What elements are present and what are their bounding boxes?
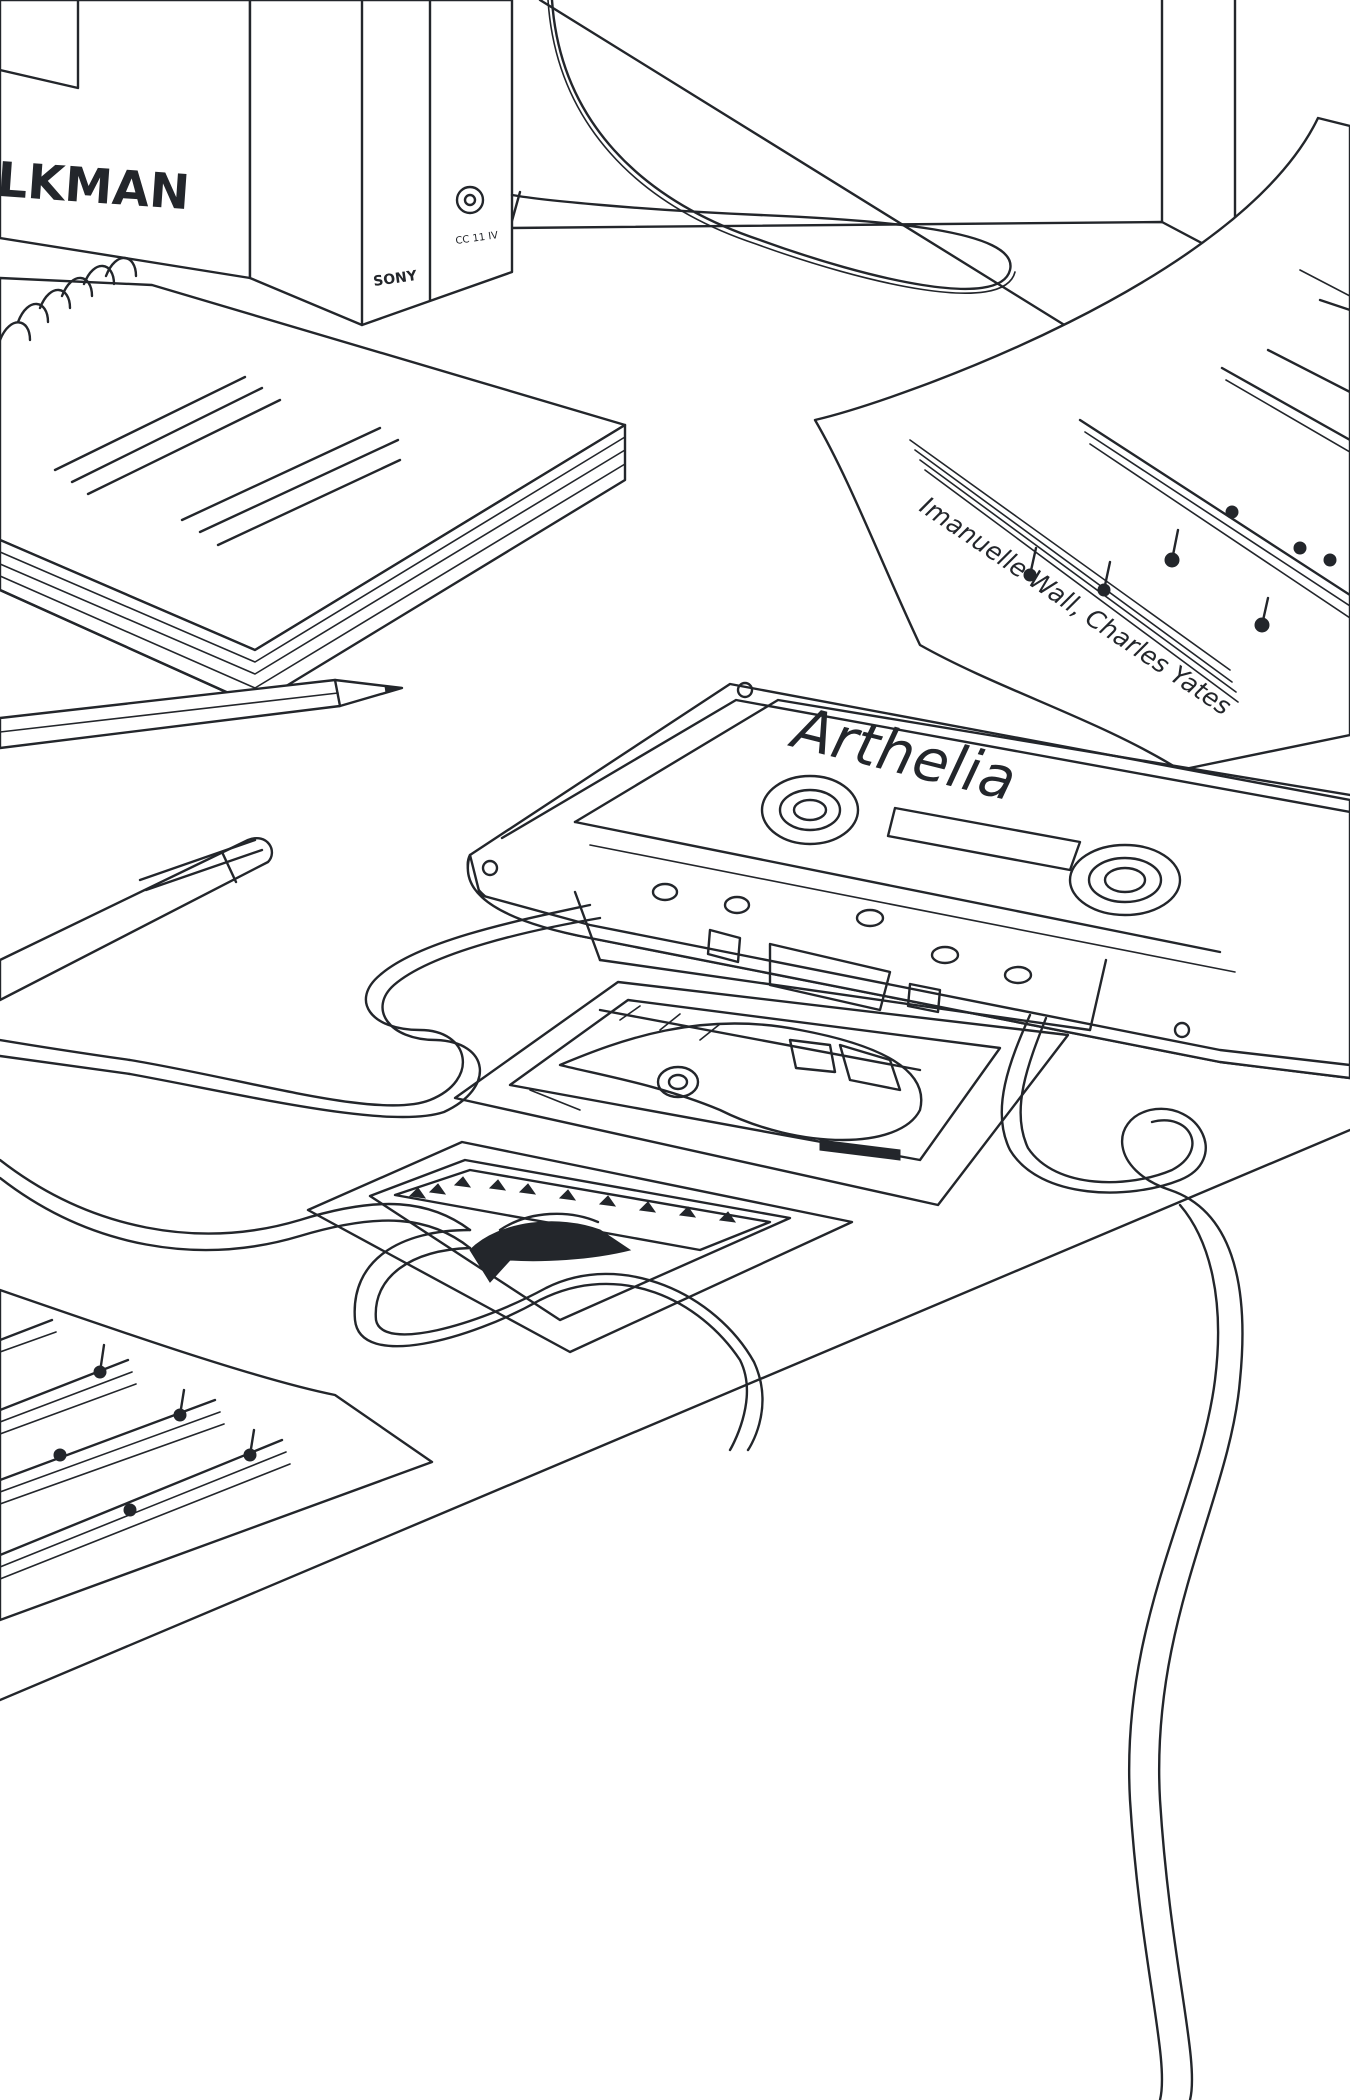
sheet-music-top: Imanuelle Wall, Charles Yates bbox=[813, 116, 1350, 772]
walkman-box: LKMAN SONY CC 11 IV bbox=[0, 0, 514, 327]
notebook-spiral-rings bbox=[0, 256, 138, 342]
tape-ribbon bbox=[0, 903, 1244, 2100]
pencil-icon bbox=[0, 678, 404, 750]
headphone-cable bbox=[510, 0, 1016, 294]
walkman-maker-text: SONY bbox=[372, 268, 418, 290]
walkman-brand-text: LKMAN bbox=[0, 152, 191, 221]
cassette-icon: Arthelia bbox=[466, 681, 1350, 1080]
sheet-music-bottom bbox=[0, 1288, 434, 1622]
notebook-ruled-lines bbox=[53, 375, 402, 547]
sheet-music-staves-top bbox=[909, 269, 1350, 703]
piano-keys bbox=[393, 1168, 772, 1252]
pen-icon bbox=[0, 837, 274, 1002]
notebook bbox=[0, 256, 627, 707]
photo-piano bbox=[306, 1140, 854, 1354]
photo-car bbox=[453, 980, 1070, 1207]
